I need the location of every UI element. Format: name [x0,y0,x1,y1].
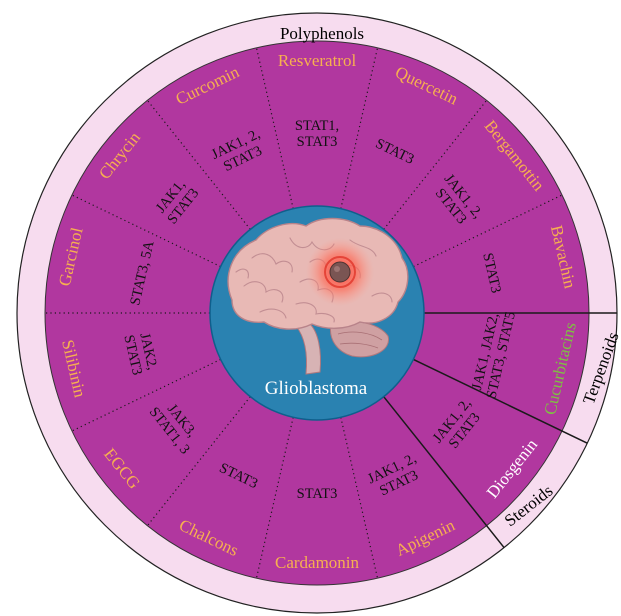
target-label: STAT3 [297,486,338,502]
segment-divider [340,417,379,579]
tumor-icon [329,261,351,283]
compound-label: Resveratrol [278,51,357,70]
compound-label: Cardamonin [275,553,360,572]
class-boundary-line [413,358,588,444]
segment-divider [255,47,294,209]
segment-dividers [45,47,563,579]
target-line: STAT1, [295,118,339,134]
segment-divider [255,417,294,579]
brain-icon [227,217,409,375]
segment-divider [71,358,221,432]
segment-divider [340,47,379,209]
center-label: Glioblastoma [265,378,368,399]
class-boundary-line [383,396,505,549]
target-label: STAT1,STAT3 [295,118,339,150]
target-line: STAT3 [297,134,338,150]
class-boundaries [383,312,617,549]
center-disc: Glioblastoma [209,205,425,421]
segment-divider [146,396,251,527]
segment-divider [71,194,221,268]
segment-divider [413,194,563,268]
segment-divider [146,99,251,230]
segment-divider [383,99,488,230]
target-line: STAT3 [297,486,338,502]
polyphenols-label: Polyphenols [280,24,364,43]
